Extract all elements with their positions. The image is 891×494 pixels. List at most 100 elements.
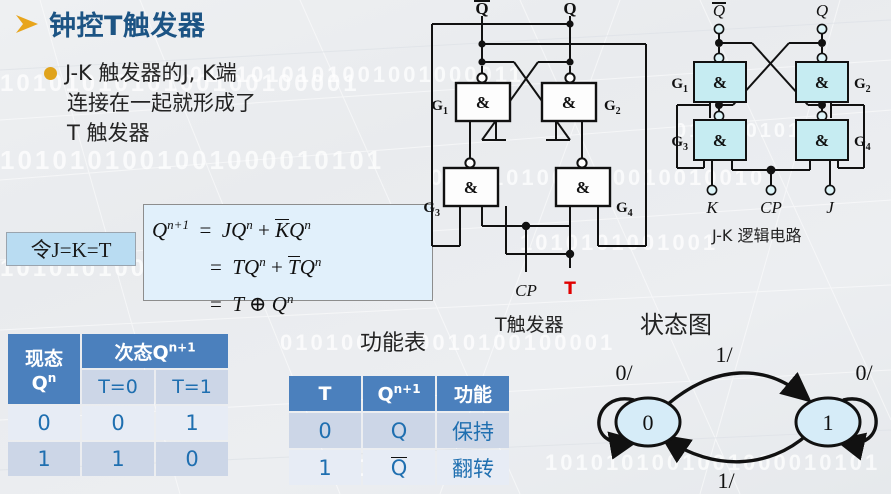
function-table-caption: 功能表 xyxy=(360,331,427,356)
equation-line-1: Qn+1 = JQn + KQn xyxy=(152,209,422,246)
next-label: 次态Q xyxy=(114,341,169,364)
cell-func-0: 保持 xyxy=(437,413,509,448)
eq3-t2: Q xyxy=(271,292,287,316)
eq2-t2-sup: n xyxy=(314,254,322,269)
header-t0: T=0 xyxy=(82,370,154,404)
gate-symbol: & xyxy=(713,131,727,150)
present-sup: n xyxy=(47,370,57,385)
jk-j-terminal xyxy=(824,184,836,196)
cell-t-0: 0 xyxy=(289,413,361,448)
jk-k-terminal xyxy=(706,184,718,196)
eq-kbar: K xyxy=(275,218,290,242)
transition-bottom-label: 1/ xyxy=(717,468,735,493)
self-loop-1 xyxy=(834,397,878,461)
g1-inversion-bubble xyxy=(476,72,488,84)
bullet-line: T 触发器 xyxy=(67,121,150,145)
cell-t1-1: 0 xyxy=(156,442,228,476)
table-row: 0 Q 保持 xyxy=(289,413,509,448)
header-next-state: 次态Qn+1 xyxy=(82,334,228,368)
jk-qbar-terminal xyxy=(713,23,725,35)
tff-gate-g1-label: G1 xyxy=(431,98,448,117)
page-title: 钟控T触发器 xyxy=(14,4,205,43)
eq3-xor: ⊕ xyxy=(248,292,267,316)
table-row: 1 1 0 xyxy=(8,442,228,476)
cell-q-1: 1 xyxy=(8,442,80,476)
tff-gate-g3 xyxy=(442,166,500,208)
transition-1-to-0 xyxy=(659,432,810,464)
qnext-1-bar: Q xyxy=(390,455,408,480)
state-diagram: 0 1 1/ 1/ 0/ 0/ xyxy=(597,342,878,493)
eq3-t1: T xyxy=(232,292,244,316)
assumption-label: 令J=K=T xyxy=(30,238,112,262)
header-present-label: 现态 xyxy=(24,347,63,370)
gate-symbol: & xyxy=(576,178,590,197)
jk-gate-g2-label: G2 xyxy=(854,76,871,95)
tff-gate-g1 xyxy=(454,81,512,123)
jk-logic-circuit: Q Q & G1 & G2 xyxy=(671,1,871,217)
page-title-text: 钟控T触发器 xyxy=(49,11,206,42)
gate-symbol: & xyxy=(815,73,829,92)
gate-symbol: & xyxy=(562,93,576,112)
jk-gate-g3-label: G3 xyxy=(671,134,688,153)
header-function: 功能 xyxy=(437,376,509,411)
eq2-t1: TQ xyxy=(232,255,260,279)
eq3-t2-sup: n xyxy=(286,291,294,306)
bullet-line: J-K 触发器的J, K端 xyxy=(65,61,237,85)
present-q: Q xyxy=(31,372,48,395)
header-t: T xyxy=(289,376,361,411)
jk-gate-g1-label: G1 xyxy=(671,76,688,95)
equation-line-3: = T ⊕ Qn xyxy=(152,283,422,320)
jk-j-label: J xyxy=(826,198,835,217)
state-node-1 xyxy=(794,396,862,448)
dot-bullet-icon xyxy=(44,67,57,80)
header-q-sup: n+1 xyxy=(393,381,421,396)
cell-t0-1: 1 xyxy=(82,442,154,476)
header-t1: T=1 xyxy=(156,370,228,404)
tff-t-label: T xyxy=(564,279,576,299)
cell-t0-0: 0 xyxy=(82,406,154,440)
arrow-bullet-icon xyxy=(16,14,38,33)
eq-t2-sup: n xyxy=(304,217,311,232)
eq2-t1-sup: n xyxy=(259,254,266,269)
bullet-text: J-K 触发器的J, K端 连接在一起就形成了 T 触发器 xyxy=(65,58,256,148)
table-header-row: T Qn+1 功能 xyxy=(289,376,509,411)
t-flipflop-circuit: Q Q & G1 & G2 xyxy=(423,0,647,300)
cell-t1-0: 1 xyxy=(156,406,228,440)
next-sup: n+1 xyxy=(168,340,196,355)
gate-symbol: & xyxy=(464,178,478,197)
eq-term-jqbar: JQn xyxy=(222,217,253,242)
jk-gate-g4 xyxy=(795,119,849,161)
function-table: T Qn+1 功能 0 Q 保持 1 Q 翻转 xyxy=(287,374,511,487)
self-loop-0 xyxy=(597,397,641,460)
cell-func-1: 翻转 xyxy=(437,450,509,485)
jk-caption: J-K 逻辑电路 xyxy=(712,226,802,245)
g2-inversion-bubble xyxy=(564,72,576,84)
bullet-line: 连接在一起就形成了 xyxy=(67,91,256,115)
bullet-block: J-K 触发器的J, K端 连接在一起就形成了 T 触发器 xyxy=(44,58,256,148)
background-bits-row: 1010101001001000010101 xyxy=(0,145,385,175)
tff-output-q-label: Q xyxy=(563,0,576,18)
assumption-box: 令J=K=T xyxy=(6,232,136,266)
state-transition-table: 现态 Qn 次态Qn+1 T=0 T=1 0 0 1 1 1 0 xyxy=(6,332,230,478)
tff-gate-g4 xyxy=(554,166,612,208)
g3-inversion-bubble xyxy=(464,157,476,169)
eq-lhs-sup: n+1 xyxy=(167,217,189,232)
jk-k-label: K xyxy=(705,198,719,217)
g4-inversion-bubble xyxy=(576,157,588,169)
eq2-equals: = xyxy=(210,255,222,279)
table-row: 1 Q 翻转 xyxy=(289,450,509,485)
table-subheader-row: T=0 T=1 xyxy=(8,370,228,404)
state-diagram-caption: 状态图 xyxy=(640,311,712,339)
eq-equals: = xyxy=(199,218,212,242)
jk-output-q-label: Q xyxy=(816,1,828,20)
gate-symbol: & xyxy=(476,93,490,112)
cell-qnext-0: Q xyxy=(363,413,435,448)
eq-lhs: Q xyxy=(152,218,168,242)
eq-t2: Q xyxy=(289,218,305,242)
jk-gate-g3 xyxy=(693,119,747,161)
jk-cp-terminal xyxy=(765,184,777,196)
header-present-state: 现态 Qn xyxy=(8,334,80,404)
eq2-t2: Q xyxy=(299,255,315,279)
equation-line-2: = TQn + TQn xyxy=(152,246,422,283)
